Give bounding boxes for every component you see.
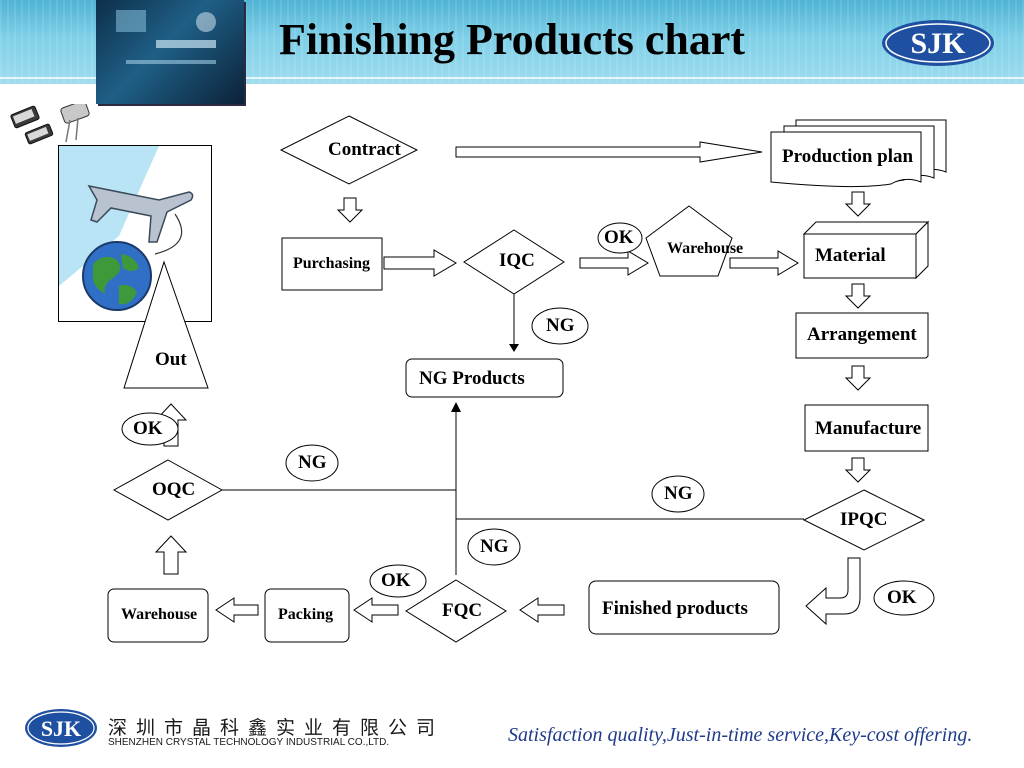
header-photo (96, 0, 244, 104)
ng-products-box (405, 358, 564, 398)
arrangement-box (795, 312, 929, 359)
header-photo-graphic (116, 10, 216, 64)
finished-products-box (588, 580, 780, 635)
ng-iqc-ellipse (531, 307, 589, 345)
company-slogan: Satisfaction quality,Just-in-time servic… (508, 724, 973, 746)
oqc-diamond (112, 459, 224, 521)
page-title: Finishing Products chart (278, 15, 746, 64)
crystal-component-icon (10, 104, 90, 145)
arrow-material-to-arrangement (844, 283, 872, 309)
ng-fqc-ellipse (467, 528, 521, 566)
contract-diamond (279, 115, 419, 185)
arrowhead-up-to-ng-products (451, 402, 461, 412)
ok-oqc-ellipse (121, 412, 179, 446)
banner-divider (0, 77, 1024, 79)
ng-ipqc-ellipse (651, 475, 705, 513)
arrow-manufacture-to-ipqc (844, 457, 872, 483)
arrangement-label: Arrangement (807, 324, 917, 345)
arrow-packing-to-warehouse (215, 597, 259, 623)
fqc-label: FQC (442, 600, 483, 621)
packing-box (264, 588, 350, 643)
packing-label: Packing (278, 606, 334, 623)
ng-oqc-ellipse (285, 444, 339, 482)
purchasing-box (281, 237, 383, 291)
warehouse-top-pentagon (645, 205, 733, 277)
warehouse-top-label: Warehouse (667, 240, 744, 257)
purchasing-label: Purchasing (293, 255, 371, 272)
arrow-contract-to-plan (455, 141, 763, 163)
iqc-label: IQC (499, 250, 535, 271)
finished-products-label: Finished products (602, 598, 748, 619)
ok-fqc-label: OK (381, 570, 411, 591)
arrow-warehouse-to-oqc (154, 535, 188, 575)
ok-iqc-ellipse (597, 222, 643, 254)
fqc-diamond (405, 579, 507, 643)
sjk-logo-top-text: SJK (910, 27, 966, 60)
material-box (802, 220, 930, 280)
ok-iqc-label: OK (604, 227, 634, 248)
arrow-finished-to-fqc (519, 597, 565, 623)
arrow-warehouse-to-material (729, 250, 799, 276)
contract-label: Contract (328, 139, 401, 160)
ipqc-label: IPQC (840, 509, 888, 530)
production-plan-label: Production plan (782, 146, 914, 167)
ok-oqc-label: OK (133, 418, 163, 439)
ng-fqc-label: NG (480, 536, 509, 557)
arrow-plan-to-material (844, 191, 872, 217)
ok-ipqc-ellipse (873, 580, 935, 616)
production-plan-document (770, 119, 947, 188)
material-label: Material (815, 245, 886, 266)
arrow-arrangement-to-manufacture (844, 365, 872, 391)
ok-ipqc-label: OK (887, 587, 917, 608)
arrow-purchasing-to-iqc (383, 249, 457, 277)
arrow-ipqc-to-finished (805, 557, 861, 626)
warehouse-bottom-box (107, 588, 209, 643)
manufacture-label: Manufacture (815, 418, 922, 439)
company-name-chinese: 深圳市晶科鑫实业有限公司 (108, 717, 445, 739)
manufacture-box (804, 404, 929, 452)
arrow-contract-to-purchasing (336, 197, 364, 223)
warehouse-bottom-label: Warehouse (121, 606, 198, 623)
company-name-english: SHENZHEN CRYSTAL TECHNOLOGY INDUSTRIAL C… (108, 737, 390, 748)
sjk-logo-footer: SJK (25, 709, 97, 747)
arrow-iqc-to-warehouse (579, 250, 649, 276)
ok-fqc-ellipse (369, 564, 427, 598)
ng-oqc-label: NG (298, 452, 327, 473)
ng-products-label: NG Products (419, 368, 525, 389)
airplane-globe-icon (59, 146, 211, 321)
out-triangle (123, 260, 209, 389)
airplane-globe-clipart (58, 145, 212, 322)
ng-iqc-label: NG (546, 315, 575, 336)
ipqc-diamond (802, 489, 926, 551)
out-label: Out (155, 349, 187, 370)
sjk-logo-footer-text: SJK (41, 716, 81, 741)
arrowhead-iqc-to-ng-products (509, 344, 519, 352)
sjk-logo-top: SJK (882, 20, 994, 66)
ng-ipqc-label: NG (664, 483, 693, 504)
arrow-fqc-to-packing (353, 597, 399, 623)
oqc-label: OQC (152, 479, 196, 500)
